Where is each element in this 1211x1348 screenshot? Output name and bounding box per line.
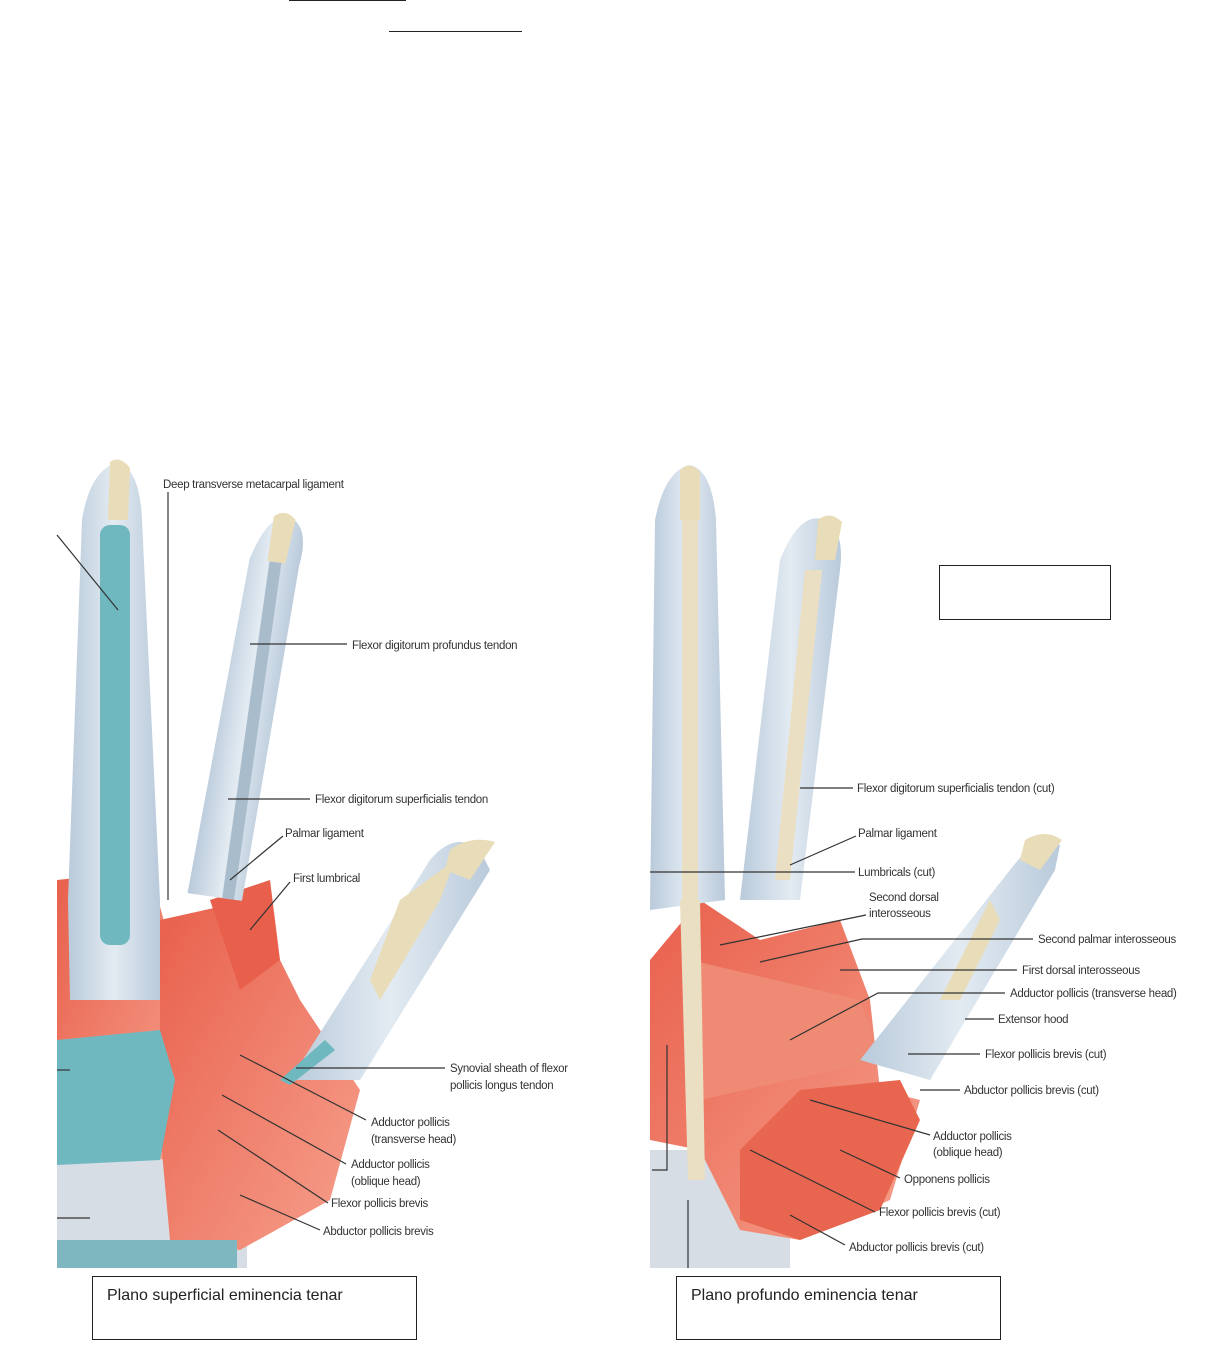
label-fds-tendon: Flexor digitorum superficialis tendon — [315, 794, 488, 806]
right-labels: Flexor digitorum superficialis tendon (c… — [849, 783, 1177, 1254]
label-adductor-transverse: Adductor pollicis (transverse head) — [1010, 988, 1177, 1000]
label-opponens-pollicis: Opponens pollicis — [904, 1174, 990, 1186]
label-second-dorsal-line2: interosseous — [869, 908, 931, 920]
underline-blank-2 — [389, 31, 522, 32]
label-second-palmar-interosseous: Second palmar interosseous — [1038, 934, 1176, 946]
label-fdp-tendon: Flexor digitorum profundus tendon — [352, 640, 517, 652]
caption-superficial-text: Plano superficial eminencia tenar — [107, 1287, 343, 1304]
right-leader-lines — [650, 787, 1033, 1268]
blank-label-box — [939, 565, 1111, 620]
label-lumbricals-cut: Lumbricals (cut) — [858, 867, 935, 879]
label-deep-transverse-metacarpal-ligament: Deep transverse metacarpal ligament — [163, 479, 345, 491]
label-first-lumbrical: First lumbrical — [293, 873, 360, 885]
right-hand-illustration — [650, 465, 1062, 1268]
label-flexor-pollicis-brevis-cut-2: Flexor pollicis brevis (cut) — [879, 1207, 1001, 1219]
label-abductor-pollicis-brevis: Abductor pollicis brevis — [323, 1226, 434, 1238]
label-flexor-pollicis-brevis: Flexor pollicis brevis — [331, 1198, 428, 1210]
underline-blank-1 — [289, 0, 406, 1]
label-abductor-pollicis-brevis-cut: Abductor pollicis brevis (cut) — [964, 1085, 1099, 1097]
label-adductor-oblique-line2: (oblique head) — [351, 1176, 421, 1188]
label-second-dorsal-line1: Second dorsal — [869, 892, 939, 904]
label-adductor-transverse-line1: Adductor pollicis — [371, 1117, 450, 1129]
label-adductor-oblique-line1: Adductor pollicis — [351, 1159, 430, 1171]
label-abductor-pollicis-brevis-cut-2: Abductor pollicis brevis (cut) — [849, 1242, 984, 1254]
caption-deep: Plano profundo eminencia tenar — [676, 1276, 1001, 1340]
left-hand-illustration — [57, 459, 495, 1268]
label-first-dorsal-interosseous: First dorsal interosseous — [1022, 965, 1140, 977]
label-flexor-pollicis-brevis-cut: Flexor pollicis brevis (cut) — [985, 1049, 1107, 1061]
left-labels: Deep transverse metacarpal ligament Flex… — [163, 479, 569, 1238]
caption-superficial: Plano superficial eminencia tenar — [92, 1276, 417, 1340]
caption-deep-text: Plano profundo eminencia tenar — [691, 1287, 918, 1304]
label-synovial-sheath-line1: Synovial sheath of flexor — [450, 1063, 568, 1075]
label-adductor-oblique-line1: Adductor pollicis — [933, 1131, 1012, 1143]
label-adductor-oblique-line2: (oblique head) — [933, 1147, 1003, 1159]
label-synovial-sheath-line2: pollicis longus tendon — [450, 1080, 553, 1092]
label-extensor-hood: Extensor hood — [998, 1014, 1068, 1026]
label-palmar-ligament: Palmar ligament — [285, 828, 365, 840]
left-leader-lines — [56, 492, 445, 1231]
label-fds-tendon-cut: Flexor digitorum superficialis tendon (c… — [857, 783, 1055, 795]
label-adductor-transverse-line2: (transverse head) — [371, 1134, 456, 1146]
label-palmar-ligament: Palmar ligament — [858, 828, 938, 840]
